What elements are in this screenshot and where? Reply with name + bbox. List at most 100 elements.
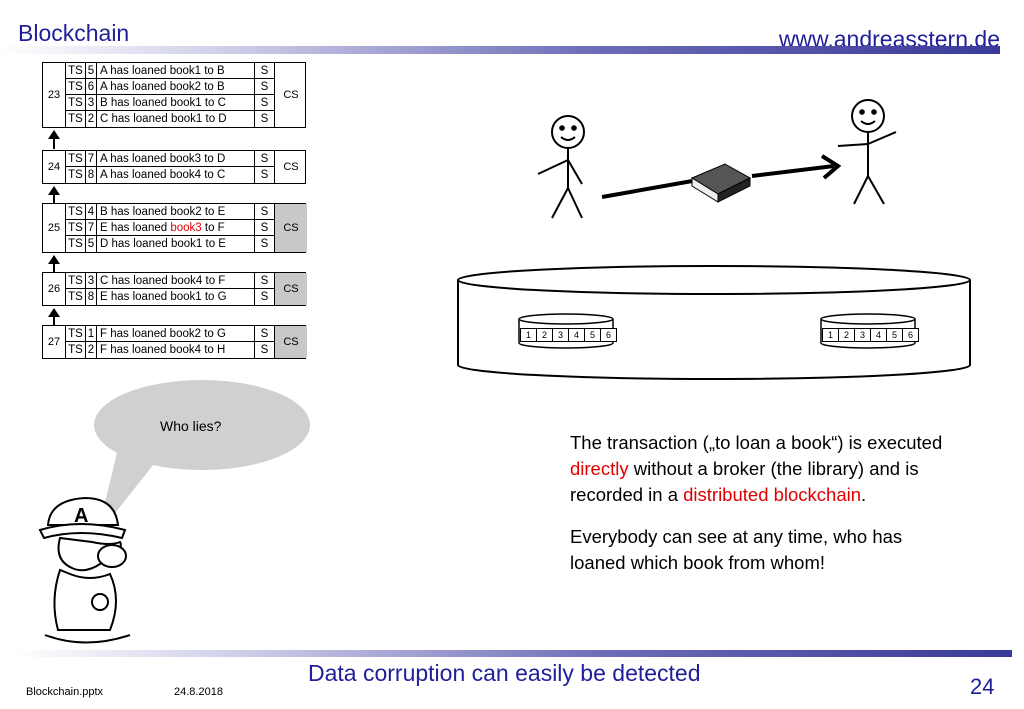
segment-cell: 5	[887, 329, 903, 341]
block-number: 24	[43, 151, 66, 183]
highlight-text: directly	[570, 458, 629, 479]
block-number: 25	[43, 204, 66, 252]
sequence-cell: 5	[86, 236, 97, 252]
block-number: 23	[43, 63, 66, 127]
signature-cell: S	[255, 111, 275, 127]
signature-cell: S	[255, 273, 275, 288]
arrow-head	[820, 154, 842, 180]
sequence-cell: 4	[86, 204, 97, 219]
segment-cell: 4	[569, 329, 585, 341]
signature-cell: S	[255, 326, 275, 341]
segment-cell: 4	[871, 329, 887, 341]
signature-cell: S	[255, 79, 275, 94]
checksum-cell: CS	[283, 89, 299, 101]
timestamp-cell: TS	[66, 236, 86, 252]
sequence-cell: 3	[86, 95, 97, 110]
cartoon-character-icon: A	[38, 496, 131, 644]
stick-figure-icon	[537, 115, 585, 219]
sequence-cell: 3	[86, 273, 97, 288]
signature-cell: S	[255, 63, 275, 78]
segment-cell: 3	[855, 329, 871, 341]
speech-bubble-text: Who lies?	[160, 418, 222, 434]
timestamp-cell: TS	[66, 151, 86, 166]
checksum-cell: CS	[275, 326, 307, 358]
timestamp-cell: TS	[66, 204, 86, 219]
transaction-text: C has loaned book1 to D	[97, 111, 255, 127]
transaction-text: E has loaned book3 to F	[97, 220, 255, 235]
segment-cell: 2	[839, 329, 855, 341]
timestamp-cell: TS	[66, 342, 86, 358]
database-cylinder-icon	[457, 265, 971, 380]
chain-arrow	[48, 308, 60, 325]
signature-cell: S	[255, 167, 275, 183]
transaction-text: F has loaned book2 to G	[97, 326, 255, 341]
segment-cell: 2	[537, 329, 553, 341]
description-text: .	[861, 484, 867, 505]
footer-message: Data corruption can easily be detected	[308, 660, 701, 686]
signature-cell: S	[255, 220, 275, 235]
chain-arrow	[48, 186, 60, 203]
book-icon	[690, 163, 752, 203]
signature-cell: S	[255, 95, 275, 110]
tampered-book-text: book3	[170, 222, 202, 234]
slide-title: Blockchain	[18, 20, 130, 46]
timestamp-cell: TS	[66, 167, 86, 183]
footer-date: 24.8.2018	[174, 686, 223, 698]
highlight-text: distributed blockchain	[683, 484, 862, 505]
timestamp-cell: TS	[66, 63, 86, 78]
chain-arrow	[48, 255, 60, 272]
sequence-cell: 1	[86, 326, 97, 341]
footer-divider	[12, 650, 1012, 657]
svg-text:A: A	[74, 505, 88, 527]
transaction-text: B has loaned book1 to C	[97, 95, 255, 110]
timestamp-cell: TS	[66, 326, 86, 341]
segment-cell: 5	[585, 329, 601, 341]
timestamp-cell: TS	[66, 95, 86, 110]
sequence-cell: 6	[86, 79, 97, 94]
timestamp-cell: TS	[66, 79, 86, 94]
sequence-cell: 5	[86, 63, 97, 78]
checksum-cell: CS	[275, 204, 307, 252]
header-divider	[0, 46, 1000, 54]
transfer-line	[601, 178, 699, 199]
transaction-text: C has loaned book4 to F	[97, 273, 255, 288]
page-number: 24	[970, 674, 995, 699]
sequence-cell: 8	[86, 167, 97, 183]
transaction-text-part: E has loaned	[100, 222, 171, 234]
book-transfer-illustration	[537, 99, 897, 219]
footer-filename: Blockchain.pptx	[26, 686, 104, 698]
transfer-arrow	[751, 164, 835, 178]
description-text: without a broker (the library) and is re…	[570, 458, 919, 505]
segment-cell: 6	[907, 330, 913, 340]
block-number: 27	[43, 326, 66, 358]
signature-cell: S	[255, 342, 275, 358]
transaction-text: F has loaned book4 to H	[97, 342, 255, 358]
description-paragraph: Everybody can see at any time, who has l…	[570, 526, 903, 573]
transaction-text: A has loaned book1 to B	[97, 63, 255, 78]
segment-cell: 6	[605, 330, 611, 340]
transaction-text: B has loaned book2 to E	[97, 204, 255, 219]
transaction-text: A has loaned book4 to C	[97, 167, 255, 183]
timestamp-cell: TS	[66, 273, 86, 288]
